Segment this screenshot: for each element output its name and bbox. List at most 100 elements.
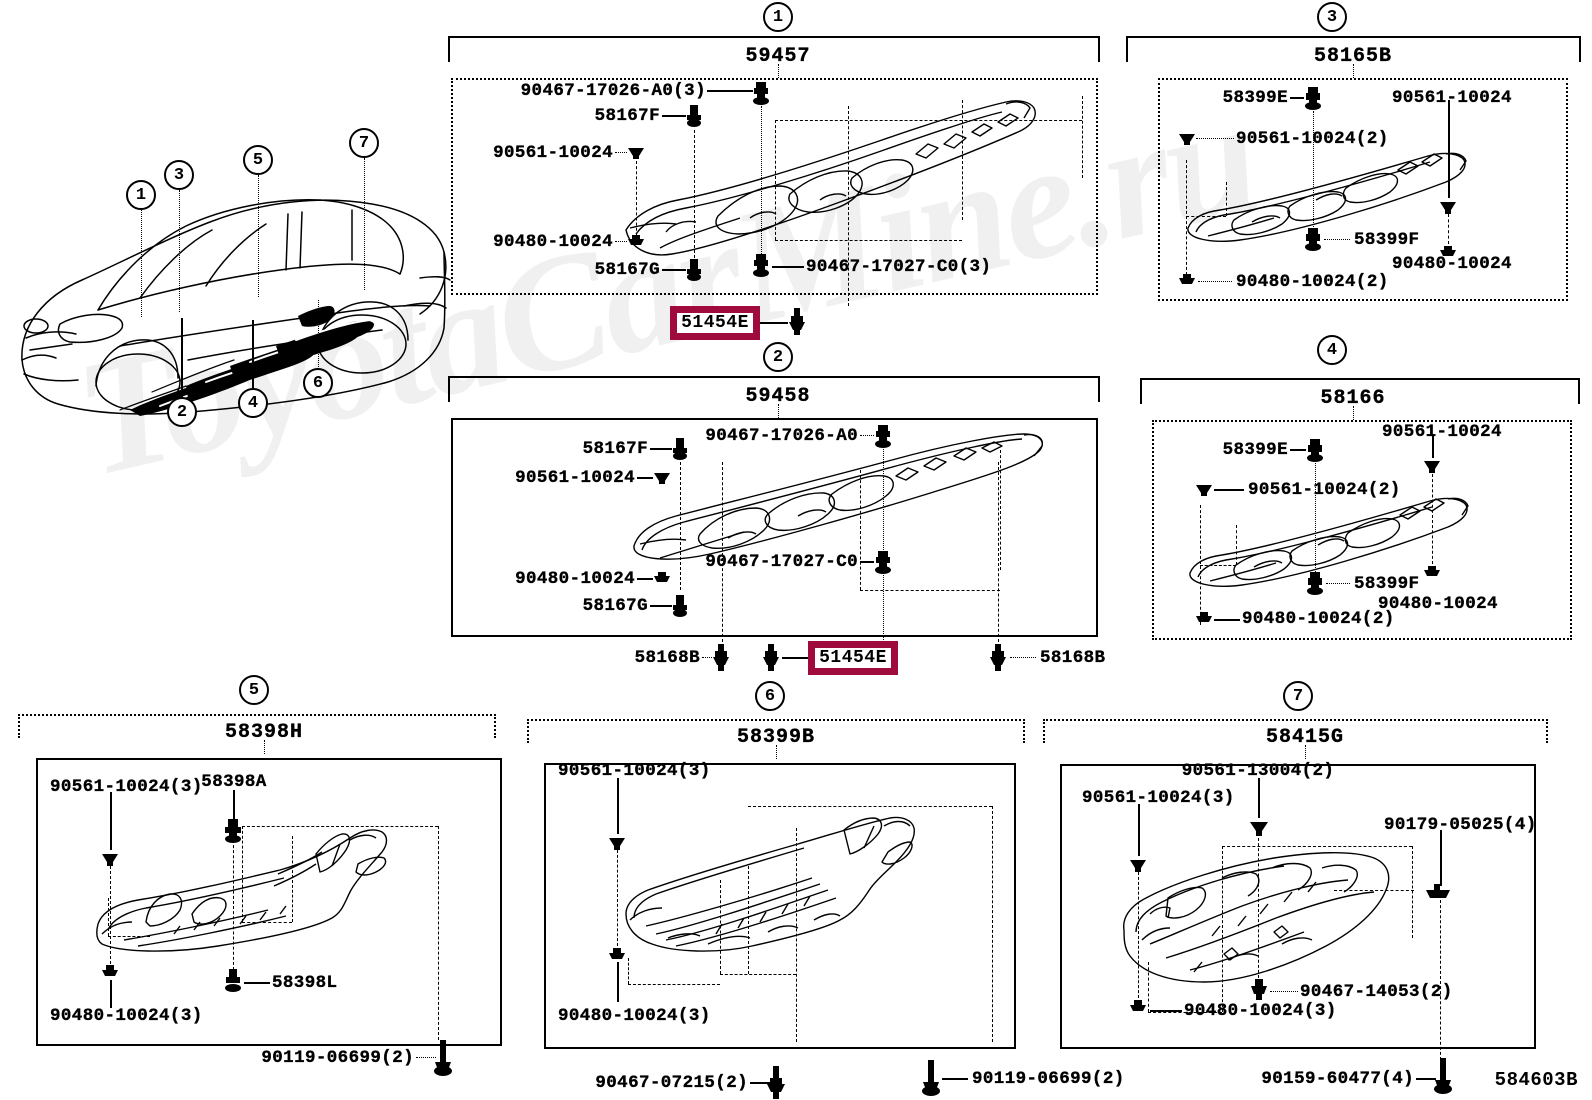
group-1-projection-right [962,100,963,220]
part-label-g7-90561-10024-3: 90561-10024(3) [1082,788,1235,808]
part-label-g4-90561-10024: 90561-10024 [1382,422,1502,442]
group-4-proj-inner [1236,525,1237,565]
clip-icon-g2-58168B-right [990,644,1006,671]
leader-g3-90561-2 [1196,138,1234,139]
group-6-proj-r [992,806,993,1042]
part-label-g7-90467-14053: 90467-14053(2) [1300,982,1453,1002]
leader-g5-90480 [110,980,112,1008]
leader-g7-90467-14053 [1270,991,1298,992]
group-4-part-illustration [1189,497,1469,587]
sheet-id: 584603B [1494,1069,1578,1091]
callout-circle-1: 1 [126,180,156,210]
axis-g4-58399E [1315,463,1316,578]
group-1-part-illustration [625,100,1036,256]
bolt-icon-g6-90119-06699 [922,1060,940,1096]
part-label-g6-90119-06699: 90119-06699(2) [972,1069,1125,1089]
leader-g6-90467-07215 [750,1082,776,1084]
callout-circle-2: 2 [167,397,197,427]
clip-icon-g7-90467-14053 [1251,979,1267,1000]
nut-icon-g7-90480-10024-3 [1130,1000,1146,1011]
leader-g3-90480-2 [1198,281,1232,282]
group-1-panel [451,78,1098,295]
group-6-part-illustration [625,816,915,952]
group-5-proj-m1 [242,826,243,922]
group-2-proj-a [860,470,861,590]
callout-stem-2 [181,318,183,398]
washer-icon-g4-90561-10024-2 [1196,485,1212,496]
axis-g7-90179 [1440,900,1441,1060]
leader-g6-90561 [617,778,619,834]
grommet-icon-g5-58398A [225,819,241,843]
part-label-g2-90467-17026-A0: 90467-17026-A0 [705,426,858,446]
group-3-title-stem [1353,64,1354,78]
part-label-g3-90561-10024-2: 90561-10024(2) [1236,129,1389,149]
part-label-58167F: 58167F [594,106,660,126]
clip-icon-g2-58168B-left [713,644,729,671]
group-7-number: 7 [1283,681,1313,711]
group-5-title: 58398H [224,721,304,744]
part-label-g7-90179-05025: 90179-05025(4) [1384,815,1537,835]
grommet-icon-g5-58398L [225,969,241,992]
leader-g3-90561-10024 [1448,100,1450,198]
group-5-proj-bot [242,922,292,923]
group-4-bracket [1140,378,1580,404]
leader-g3-58399F [1324,239,1350,240]
callout-circle-5: 5 [243,145,273,175]
group-6-proj-top [748,806,992,807]
leader-g4-58399F [1326,583,1350,584]
leader-g2-90467-17027 [860,561,874,563]
part-label-g2-58168B-right: 58168B [1040,648,1106,668]
washer-icon-g3-90561-10024 [1440,202,1456,214]
group-4-title-stem [1353,406,1354,420]
part-label-g5-90119-06699: 90119-06699(2) [261,1048,414,1068]
part-label-g5-90561-10024-3: 90561-10024(3) [50,777,203,797]
leader-58167G [662,269,686,271]
callout-stem-3 [179,190,180,312]
clip-icon-g2-90467-17026-A0 [875,425,891,448]
group-2-bracket [448,376,1100,402]
highlight-box-51454E-bottom[interactable]: 51454E [808,641,898,675]
group-2-number: 2 [763,342,793,372]
nut-icon-g6-90480-10024-3 [609,948,625,959]
group-5-proj-l2 [108,936,150,937]
part-label-g6-90467-07215: 90467-07215(2) [595,1073,748,1093]
part-label-g4-58399E: 58399E [1222,440,1288,460]
washer-icon-g7-90561-13004 [1250,822,1268,836]
group-7-proj-b [1148,1012,1222,1013]
clip-icon-g3-58399E [1305,87,1321,110]
group-2-title: 59458 [745,385,811,408]
part-label-g4-90480-10024-2: 90480-10024(2) [1242,609,1395,629]
part-label-g7-90159-60477: 90159-60477(4) [1261,1069,1414,1089]
leader-g3-58399E [1290,97,1304,99]
group-3-panel [1158,78,1568,301]
leader-51454E-bottom [782,657,810,659]
axis-g2-58167F [680,462,681,590]
highlight-box-51454E-top[interactable]: 51454E [670,306,760,340]
part-label-g2-90480-10024: 90480-10024 [515,569,635,589]
leader-51454E-top [760,322,788,324]
group-5-proj-top [242,826,438,827]
part-label-g7-90480-10024-3: 90480-10024(3) [1184,1001,1337,1021]
group-7-proj-top [1222,846,1412,847]
part-label-90480-10024: 90480-10024 [493,232,613,252]
group-6-number: 6 [755,681,785,711]
group-2-proj-bottom [860,590,1000,591]
group-6-proj-l [628,958,629,984]
grommet-icon-58167G [687,259,701,281]
group-7-panel [1060,764,1536,1049]
washer-icon-g2-90561-10024 [654,473,670,484]
group-6-bracket [527,719,1025,743]
leader-g2-58167F [650,448,672,450]
group-6-proj-b1 [720,974,796,975]
group-5-panel [36,758,502,1046]
group-5-proj-m2 [292,836,293,922]
axis-58167F [694,130,695,258]
axis-g3-90561 [1448,214,1449,244]
part-label-g4-58399F: 58399F [1354,574,1420,594]
part-label-g2-58167G: 58167G [582,596,648,616]
part-label-g5-58398L: 58398L [272,973,338,993]
axis-g4-90561 [1432,474,1433,564]
part-label-g2-58168B-left: 58168B [634,648,700,668]
grommet-icon-g2-58167F [673,438,687,460]
